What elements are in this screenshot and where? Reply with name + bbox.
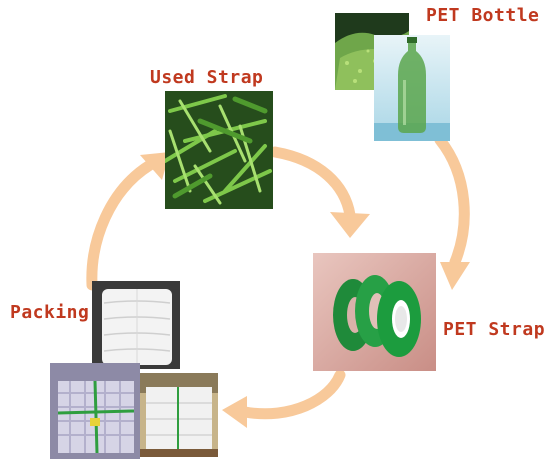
label-pet-strap: PET Strap [443, 319, 546, 340]
arrow-used-to-strap [269, 146, 356, 221]
strapped-bottles-pallet-photo [50, 363, 140, 459]
arrow-bottle-to-strap [434, 134, 470, 268]
arrow-strap-to-products [239, 369, 346, 420]
arrowhead-strap-to-products [222, 396, 247, 428]
arrow-packing-to-used [86, 159, 156, 291]
label-pet-bottle: PET Bottle [426, 5, 540, 26]
arrowhead-bottle-to-strap [440, 262, 470, 290]
label-used-strap: Used Strap [150, 67, 264, 88]
label-packing: Packing [10, 302, 90, 323]
arrowhead-packing-to-used [140, 152, 170, 180]
wrapped-pallet-photo [140, 373, 218, 457]
arrowhead-used-to-strap [330, 212, 370, 238]
pet-bottle-photo [374, 35, 450, 141]
pet-strap-rolls-photo [313, 253, 436, 371]
packed-bales-photo [92, 281, 180, 369]
used-strap-photo [165, 91, 273, 209]
